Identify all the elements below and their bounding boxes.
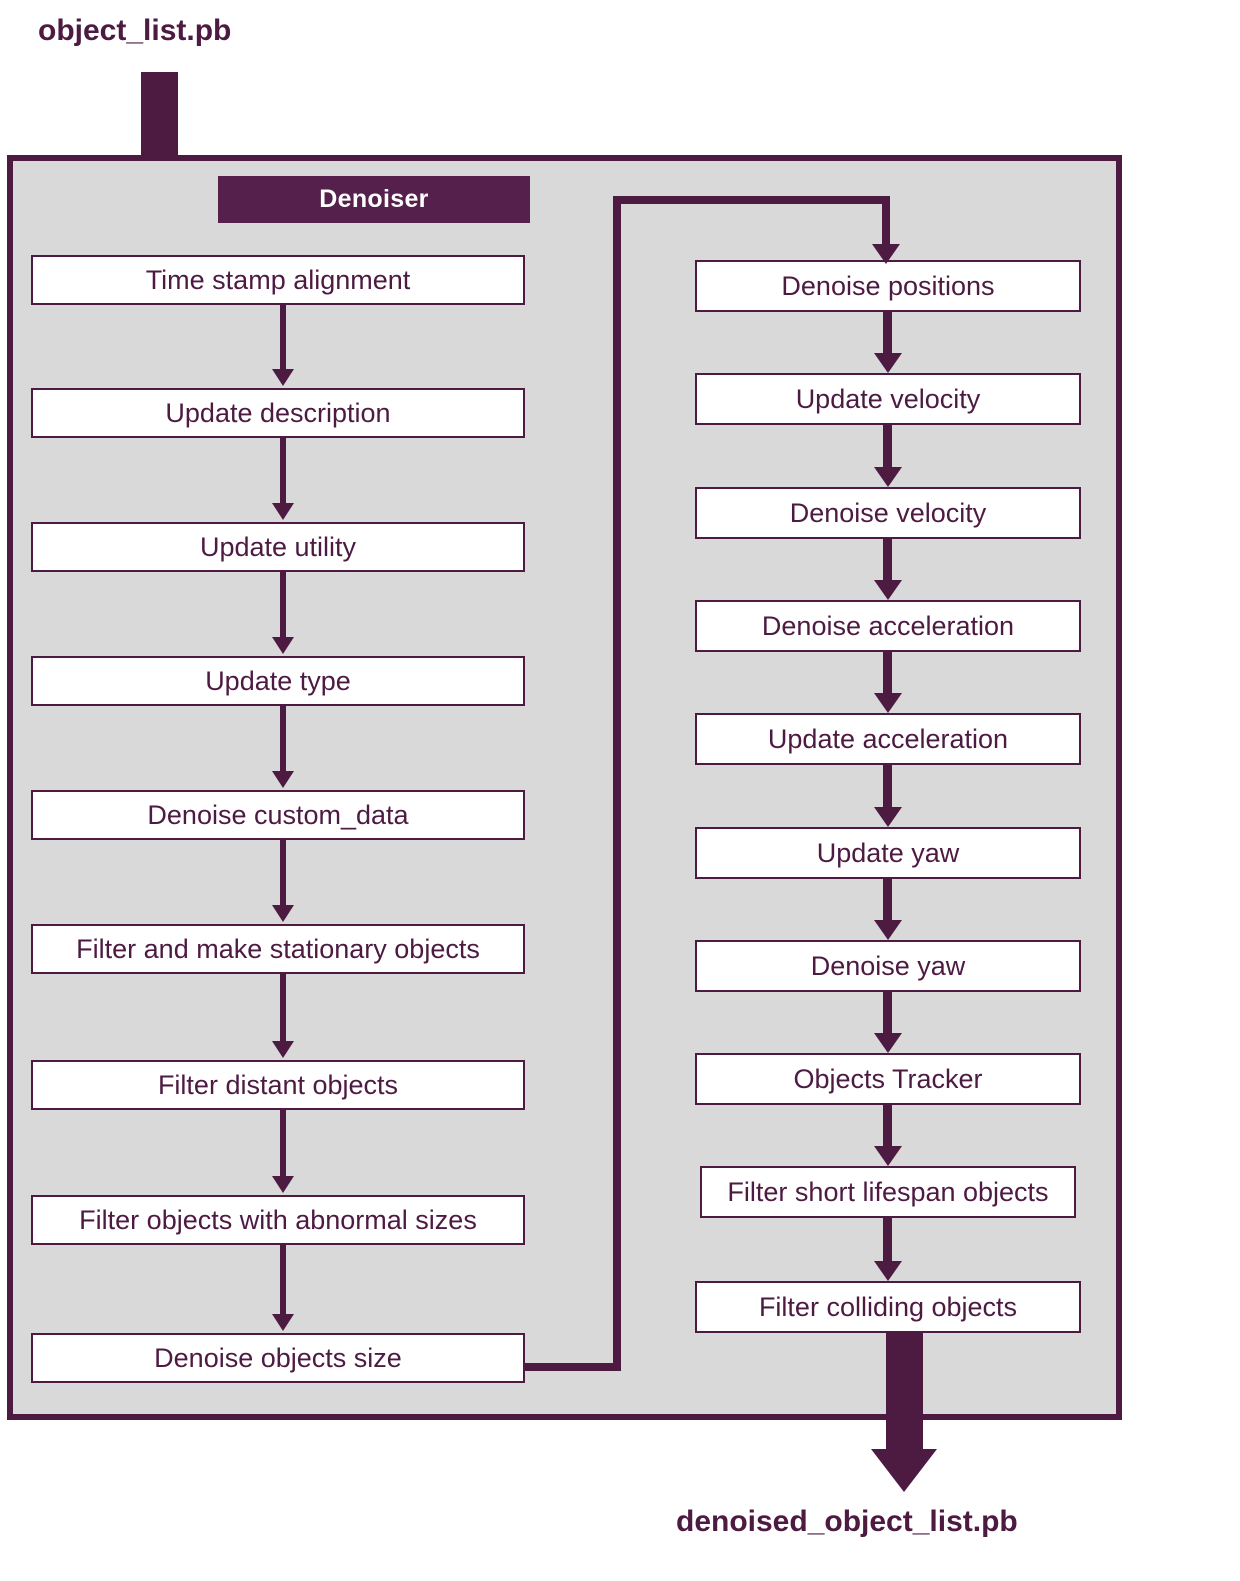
arrow-line: [883, 765, 892, 810]
node-denoise-objects-size[interactable]: Denoise objects size: [31, 1333, 525, 1383]
arrow-line: [883, 652, 892, 696]
arrow-tip: [874, 1146, 902, 1166]
output-arrow-shaft: [886, 1333, 923, 1451]
node-update-type[interactable]: Update type: [31, 656, 525, 706]
node-objects-tracker[interactable]: Objects Tracker: [695, 1053, 1081, 1105]
arrow-tip: [272, 1314, 294, 1331]
arrow-right-5: [874, 765, 902, 827]
arrow-line: [280, 1110, 286, 1178]
node-update-description[interactable]: Update description: [31, 388, 525, 438]
arrow-right-7: [874, 992, 902, 1053]
arrow-tip: [874, 693, 902, 713]
arrow-line: [280, 438, 286, 505]
arrow-right-8: [874, 1105, 902, 1166]
arrow-tip: [874, 580, 902, 600]
node-denoise-yaw[interactable]: Denoise yaw: [695, 940, 1081, 992]
arrow-tip: [874, 1033, 902, 1053]
output-file-label: denoised_object_list.pb: [676, 1505, 1018, 1538]
output-arrow-head: [871, 1449, 937, 1492]
input-file-label: object_list.pb: [38, 14, 232, 47]
node-denoise-acceleration[interactable]: Denoise acceleration: [695, 600, 1081, 652]
arrow-line: [280, 572, 286, 639]
arrow-right-6: [874, 879, 902, 940]
arrow-tip: [272, 503, 294, 520]
node-filter-distant-objects[interactable]: Filter distant objects: [31, 1060, 525, 1110]
arrow-line: [883, 1218, 892, 1264]
node-denoise-custom-data[interactable]: Denoise custom_data: [31, 790, 525, 840]
arrow-line: [280, 1245, 286, 1316]
arrow-right-9: [874, 1218, 902, 1281]
denoiser-title-chip: Denoiser: [218, 176, 530, 223]
arrow-line: [280, 840, 286, 907]
arrow-tip: [272, 905, 294, 922]
arrow-tip: [272, 369, 294, 386]
arrow-right-4: [874, 652, 902, 713]
arrow-line: [280, 706, 286, 773]
node-filter-abnormal-sizes[interactable]: Filter objects with abnormal sizes: [31, 1195, 525, 1245]
node-denoise-positions[interactable]: Denoise positions: [695, 260, 1081, 312]
arrow-tip: [874, 807, 902, 827]
arrow-line: [280, 305, 286, 371]
node-update-velocity[interactable]: Update velocity: [695, 373, 1081, 425]
arrow-line: [883, 879, 892, 923]
arrow-tip: [874, 467, 902, 487]
arrow-line: [280, 974, 286, 1043]
node-filter-colliding-objects[interactable]: Filter colliding objects: [695, 1281, 1081, 1333]
arrow-left-8: [272, 1245, 294, 1333]
node-update-yaw[interactable]: Update yaw: [695, 827, 1081, 879]
arrow-left-2: [272, 438, 294, 522]
arrow-line: [883, 312, 892, 356]
node-update-acceleration[interactable]: Update acceleration: [695, 713, 1081, 765]
arrow-left-5: [272, 840, 294, 924]
arrow-tip: [272, 1041, 294, 1058]
arrow-tip: [874, 353, 902, 373]
arrow-left-1: [272, 305, 294, 388]
arrow-left-7: [272, 1110, 294, 1195]
arrow-left-3: [272, 572, 294, 656]
arrow-right-3: [874, 539, 902, 600]
output-arrow: [845, 1333, 965, 1493]
arrow-line: [883, 425, 892, 470]
arrow-line: [883, 539, 892, 583]
arrow-tip: [874, 1261, 902, 1281]
arrow-right-1: [874, 312, 902, 373]
arrow-left-4: [272, 706, 294, 790]
arrow-line: [883, 992, 892, 1036]
arrow-tip: [272, 771, 294, 788]
arrow-tip: [874, 920, 902, 940]
arrow-tip: [272, 637, 294, 654]
arrow-right-2: [874, 425, 902, 487]
node-filter-short-lifespan[interactable]: Filter short lifespan objects: [700, 1166, 1076, 1218]
arrow-tip: [272, 1176, 294, 1193]
node-denoise-velocity[interactable]: Denoise velocity: [695, 487, 1081, 539]
node-time-stamp-alignment[interactable]: Time stamp alignment: [31, 255, 525, 305]
arrow-line: [883, 1105, 892, 1149]
node-update-utility[interactable]: Update utility: [31, 522, 525, 572]
node-filter-and-make-stationary[interactable]: Filter and make stationary objects: [31, 924, 525, 974]
arrow-left-6: [272, 974, 294, 1060]
